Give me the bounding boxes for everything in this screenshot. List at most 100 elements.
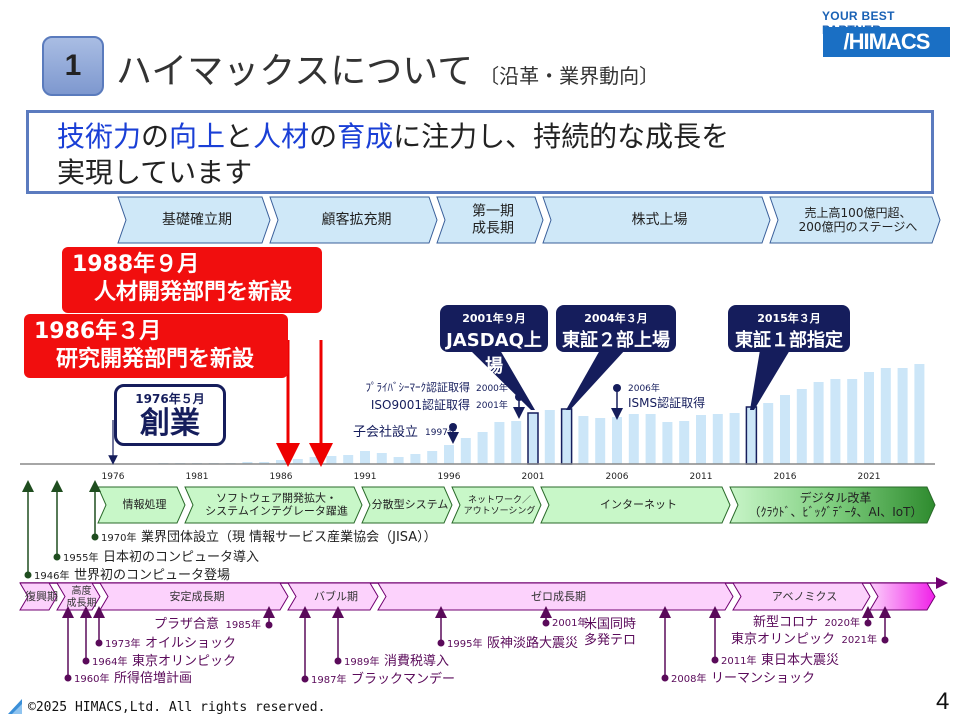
event-dot	[301, 675, 309, 683]
sales-bar-1995	[427, 451, 438, 464]
sales-bar-2021	[864, 372, 874, 464]
sales-bar-2007	[628, 414, 639, 464]
economy-event-text: 阪神淡路大震災	[487, 635, 578, 651]
industry-event-text: 業界団体設立（現 情報サービス産業協会（JISA））	[141, 529, 437, 545]
sales-bar-2001	[527, 412, 539, 465]
company-phase-label: 売上高100億円超、200億円のステージへ	[799, 204, 918, 233]
industry-phase-chevron	[97, 486, 186, 524]
message-text: の	[309, 120, 338, 153]
sales-bar-1988	[309, 457, 320, 464]
economy-phase-chevron	[377, 582, 734, 611]
economy-event-text: 東京オリンピック	[132, 653, 236, 669]
sales-bar-1985	[259, 462, 270, 464]
economy-phase-chevron	[56, 582, 101, 611]
sales-bar-2017	[796, 389, 807, 464]
event-dot	[711, 656, 719, 664]
company-phase-chevron	[269, 196, 438, 244]
economy-event-year: 1989年	[344, 655, 379, 668]
sales-bar-2004	[578, 416, 589, 464]
economy-phase-chevron	[99, 582, 289, 611]
callout-tail	[470, 350, 535, 410]
company-phase-label: 顧客拡充期	[322, 211, 392, 228]
industry-event-text: 日本初のコンピュータ導入	[103, 550, 259, 565]
x-tick-label: 1981	[186, 472, 209, 482]
hr-date: 1988年９月	[72, 252, 200, 277]
sales-bar-2003	[560, 408, 573, 465]
tse1-date: 2015年３月	[757, 312, 821, 325]
sales-bar-1984	[242, 462, 253, 464]
event-dot	[64, 674, 72, 682]
industry-phase-chevron	[184, 486, 363, 524]
tse1-text: 東証１部指定	[735, 330, 843, 351]
x-tick-label: 2016	[774, 472, 797, 482]
rd-date: 1986年３月	[34, 319, 162, 344]
company-phase-chevron	[117, 196, 271, 244]
himacs-logo: /HIMACS	[823, 27, 950, 57]
industry-phase-label: インターネット	[600, 498, 677, 511]
event-dot	[881, 636, 889, 644]
himacs-mark-icon	[8, 699, 22, 714]
copyright: ©2025 HIMACS,Ltd. All rights reserved.	[28, 700, 326, 715]
callout-tail	[750, 350, 790, 410]
economy-event-text: 東日本大震災	[761, 652, 839, 668]
section-number-badge: 1	[42, 36, 104, 96]
economy-phase-chevron	[869, 582, 936, 611]
economy-phase-label: 復興期	[25, 590, 58, 603]
event-dot	[661, 674, 669, 682]
company-phase-label: 株式上場	[632, 212, 688, 228]
key-message-box: 技術力の向上と人材の育成に注力し、持続的な成長を 実現しています	[26, 110, 934, 194]
sales-bar-2002	[544, 410, 555, 464]
economy-event-text: プラザ合意	[154, 616, 219, 632]
sales-bar-1996	[444, 445, 454, 464]
industry-phase-label: 情報処理	[123, 498, 167, 511]
economy-phase-label: アベノミクス	[772, 590, 837, 603]
company-phase-chevron	[542, 196, 771, 244]
economy-phase-label: バブル期	[314, 589, 358, 603]
company-phase-label: 基礎確立期	[162, 211, 232, 228]
industry-phase-chevron	[540, 486, 731, 524]
sales-bar-2013	[729, 413, 740, 464]
sales-bar-2000	[511, 421, 522, 464]
industry-phase-chevron	[361, 486, 453, 524]
event-dot	[542, 619, 550, 627]
sales-bar-2018	[813, 382, 824, 464]
company-phase-chevron	[436, 196, 544, 244]
industry-event-year: 1946年	[34, 569, 69, 582]
sales-bar-2014	[745, 406, 758, 465]
milestone-subsidiary: 子会社設立	[353, 424, 418, 440]
jasdaq-date: 2001年９月	[462, 312, 526, 325]
rd-text: 研究開発部門を新設	[56, 347, 255, 372]
economy-event-text: ブラックマンデー	[351, 671, 455, 687]
sales-bar-2011	[696, 415, 706, 464]
highlight-word: 育成	[337, 120, 394, 153]
industry-phase-label: 分散型システム	[372, 497, 449, 511]
economy-event-text: リーマンショック	[711, 671, 815, 686]
milestone-iso-year: 2001年	[476, 399, 508, 411]
event-dot	[24, 571, 32, 579]
message-text: の	[141, 120, 170, 153]
event-dot	[53, 553, 61, 561]
sales-bar-2009	[662, 422, 673, 464]
milestone-isms-year: 2006年	[628, 382, 660, 394]
sales-bar-2016	[780, 395, 790, 464]
economy-event-year: 2001年	[552, 616, 587, 629]
message-text: と	[225, 120, 254, 153]
sales-bar-1993	[393, 457, 404, 464]
sales-bar-2006	[612, 417, 622, 464]
sales-bar-2020	[847, 379, 858, 464]
milestone-subsidiary-year: 1997年	[425, 426, 457, 438]
callout-tail	[566, 350, 625, 410]
economy-event-text: 所得倍増計画	[114, 670, 192, 686]
x-tick-label: 2001	[522, 472, 545, 482]
tse1-callout: 2015年３月東証１部指定	[728, 305, 850, 352]
economy-event-text: 米国同時多発テロ	[584, 617, 636, 648]
x-tick-label: 2011	[690, 472, 713, 482]
sales-bar-1997	[460, 438, 471, 464]
industry-event-year: 1970年	[101, 531, 136, 544]
milestone-pmark: ﾌﾟﾗｲﾊﾞｼｰﾏｰｸ認証取得	[366, 380, 471, 394]
event-dot	[437, 639, 445, 647]
tse2-callout: 2004年３月東証２部上場	[556, 305, 676, 352]
sales-bar-2012	[712, 414, 723, 464]
